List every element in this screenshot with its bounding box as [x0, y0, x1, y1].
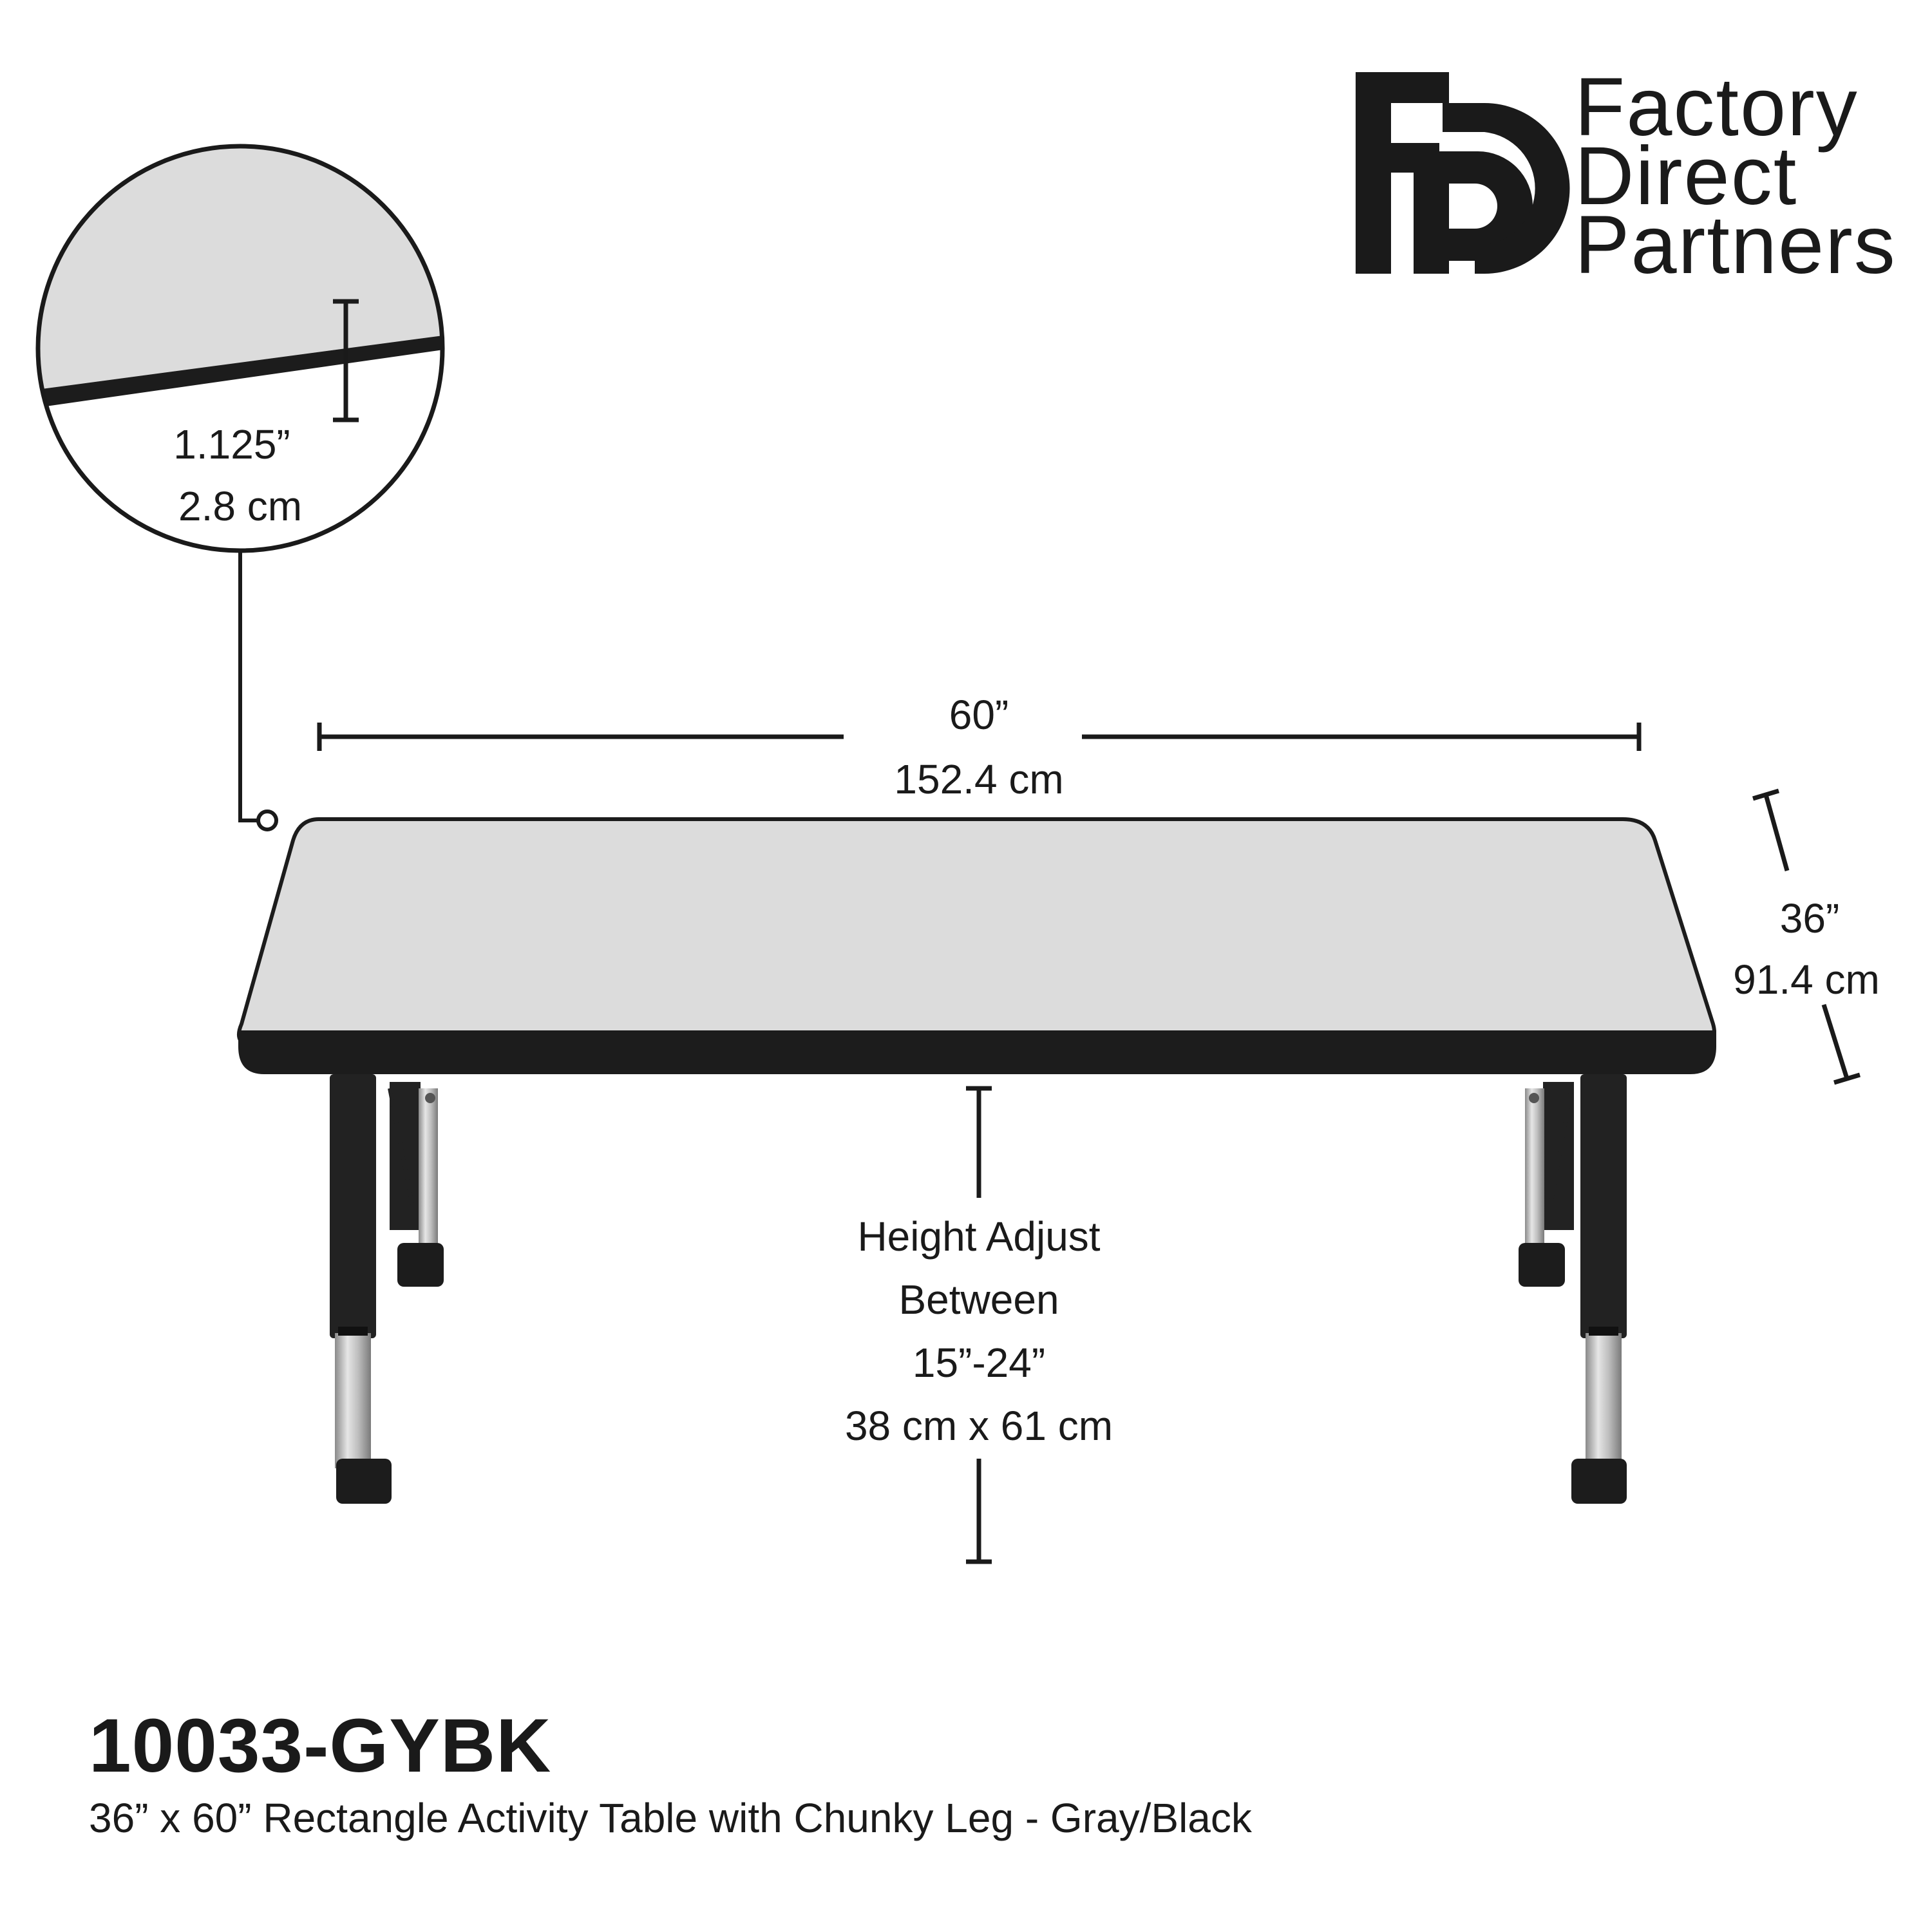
edge-thickness-zoom-callout: 1.125” 2.8 cm: [35, 144, 445, 831]
height-label-line-2: Between: [898, 1276, 1059, 1323]
length-dimension: [317, 723, 1642, 751]
brand-name-line-3: Partners: [1575, 199, 1897, 291]
product-description: 36” x 60” Rectangle Activity Table with …: [89, 1794, 1252, 1841]
length-imperial-label: 60”: [949, 692, 1009, 738]
height-label-line-1: Height Adjust: [857, 1213, 1100, 1260]
tabletop-surface: [237, 817, 1716, 1048]
width-metric-label: 91.4 cm: [1733, 956, 1880, 1003]
back-left-leg: [388, 1082, 444, 1287]
product-sku: 10033-GYBK: [89, 1703, 552, 1788]
height-label-line-3: 15”-24”: [913, 1340, 1045, 1386]
length-metric-label: 152.4 cm: [894, 756, 1063, 802]
brand-name-line-2: Direct: [1575, 130, 1797, 222]
brand-logo: Factory Direct Partners: [1356, 61, 1897, 291]
back-right-leg: [1519, 1082, 1574, 1287]
callout-anchor-dot: [256, 810, 278, 831]
front-right-leg: [1571, 1074, 1627, 1504]
thickness-imperial-label: 1.125”: [173, 421, 290, 468]
fd-logo-mark-icon: [1356, 72, 1570, 274]
width-dimension: [1752, 788, 1861, 1085]
front-left-leg: [330, 1074, 392, 1504]
thickness-metric-label: 2.8 cm: [178, 483, 302, 529]
callout-leader-line: [238, 551, 261, 822]
height-dimension: [966, 1086, 992, 1564]
height-label-line-4: 38 cm x 61 cm: [845, 1403, 1113, 1449]
product-info: 10033-GYBK 36” x 60” Rectangle Activity …: [89, 1703, 1879, 1841]
table-illustration: [237, 817, 1716, 1504]
tabletop-edge-band: [238, 1030, 1716, 1074]
thickness-dimension-marker: [333, 299, 359, 422]
brand-name-line-1: Factory: [1575, 61, 1859, 153]
width-imperial-label: 36”: [1780, 895, 1840, 942]
